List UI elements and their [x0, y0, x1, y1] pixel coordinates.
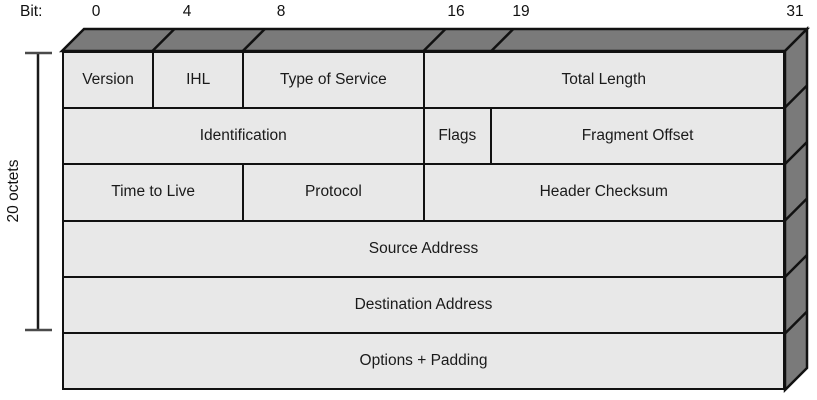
bit-label-4: 4 — [182, 3, 192, 20]
field-fragment-offset: Fragment Offset — [492, 109, 783, 164]
field-total-length: Total Length — [424, 53, 783, 108]
bit-label-31: 31 — [786, 3, 804, 20]
field-time-to-live: Time to Live — [64, 165, 243, 220]
top-face-divider-bit19 — [490, 28, 515, 52]
right-face-divider-row2 — [784, 141, 808, 165]
top-face-divider-bit16 — [422, 28, 447, 52]
field-ihl: IHL — [154, 53, 243, 108]
field-version: Version — [64, 53, 153, 108]
field-source-address: Source Address — [64, 221, 783, 276]
octets-bracket — [25, 51, 52, 332]
right-face-divider-row1 — [784, 84, 808, 109]
field-type-of-service: Type of Service — [244, 53, 423, 108]
field-identification: Identification — [64, 109, 423, 164]
right-face-divider-row4 — [784, 254, 808, 278]
bit-caption: Bit: — [20, 3, 43, 20]
field-protocol: Protocol — [244, 165, 423, 220]
header-field-grid: Version IHL Type of Service Total Length… — [62, 51, 785, 390]
field-header-checksum: Header Checksum — [424, 165, 783, 220]
field-destination-address: Destination Address — [64, 277, 783, 332]
right-face-divider-row3 — [784, 197, 808, 222]
bit-label-19: 19 — [512, 3, 530, 20]
field-options-padding: Options + Padding — [64, 333, 783, 388]
top-face-divider-bit8 — [241, 28, 266, 52]
right-face-divider-row5 — [784, 310, 808, 335]
bit-label-8: 8 — [276, 3, 286, 20]
top-face-divider-bit4 — [151, 28, 176, 52]
bit-label-0: 0 — [91, 3, 101, 20]
octets-label: 20 octets — [5, 159, 22, 223]
field-flags: Flags — [424, 109, 491, 164]
bit-label-16: 16 — [447, 3, 465, 20]
